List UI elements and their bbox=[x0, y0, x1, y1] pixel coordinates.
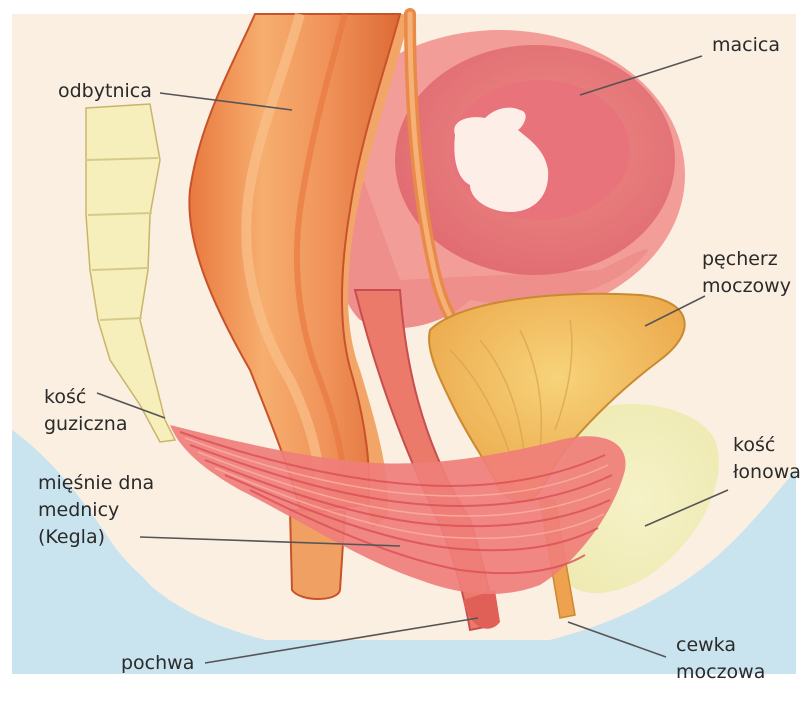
label-cewka-moczowa: cewka moczowa bbox=[676, 632, 765, 686]
label-odbytnica: odbytnica bbox=[58, 78, 152, 105]
label-kosc-guziczna: kość guziczna bbox=[44, 384, 127, 438]
label-pochwa: pochwa bbox=[121, 650, 194, 677]
label-pecherz-moczowy: pęcherz moczowy bbox=[702, 246, 791, 300]
label-kosc-lonowa: kość łonowa bbox=[733, 432, 801, 486]
label-macica: macica bbox=[712, 32, 780, 59]
label-miesnie-dna-mednicy: mięśnie dna mednicy (Kegla) bbox=[38, 470, 154, 551]
